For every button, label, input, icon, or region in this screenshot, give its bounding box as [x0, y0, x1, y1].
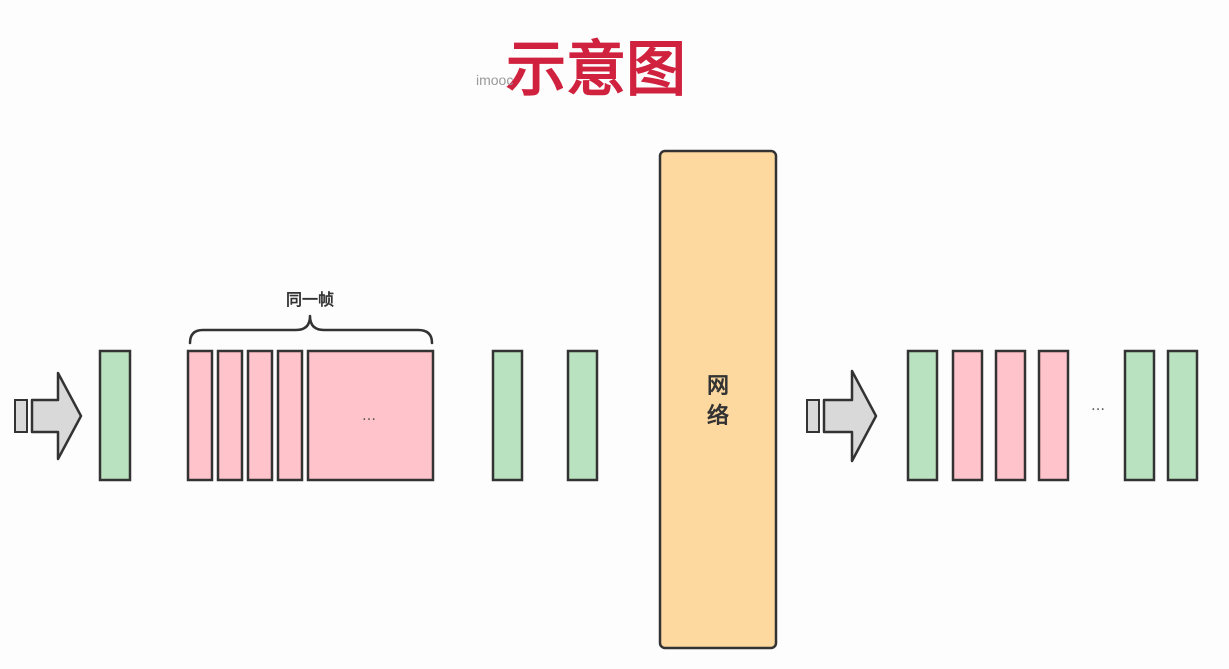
network-label: 网 络: [660, 372, 776, 432]
packet-green: [1166, 349, 1199, 482]
frame-group: [186, 349, 435, 482]
packet-green: [98, 349, 132, 482]
packet-green: [566, 349, 599, 482]
network-label-line2: 络: [706, 404, 729, 429]
network-label-line1: 网: [706, 374, 729, 399]
packet-pink: [276, 349, 304, 482]
input-arrow-left: [14, 371, 83, 461]
ellipsis-frame: …: [362, 408, 376, 424]
packet-pink: [246, 349, 274, 482]
packet-pink: [994, 349, 1027, 482]
packet-pink-large: [306, 349, 435, 482]
output-arrow-right: [806, 369, 878, 463]
packet-pink: [1037, 349, 1070, 482]
frame-brace: [188, 314, 434, 345]
packet-green: [491, 349, 524, 482]
diagram-title: 示意图: [506, 35, 686, 105]
packet-pink: [216, 349, 244, 482]
packet-green: [1123, 349, 1156, 482]
frame-group-label: 同一帧: [285, 290, 334, 309]
packet-green: [906, 349, 939, 482]
network-box: [658, 149, 778, 650]
packet-pink: [951, 349, 984, 482]
ellipsis-output: …: [1091, 398, 1105, 414]
packet-pink: [186, 349, 214, 482]
watermark: imooc: [476, 72, 514, 88]
